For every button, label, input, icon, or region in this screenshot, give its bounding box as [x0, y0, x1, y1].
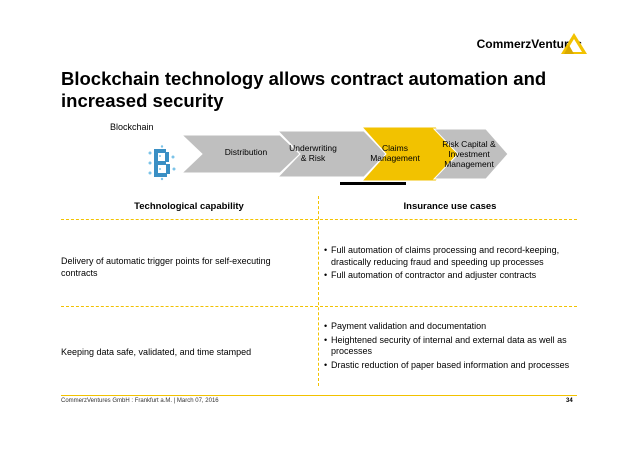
blockchain-label: Blockchain — [110, 122, 154, 132]
value-chain-chevrons — [180, 126, 509, 182]
blockchain-b-icon — [148, 145, 176, 181]
footer-divider — [61, 395, 577, 396]
step-claims: Claims Management — [370, 143, 420, 163]
chevron-underwriting — [276, 130, 387, 178]
step-distribution: Distribution — [224, 147, 268, 157]
step-underwriting: Underwriting & Risk — [289, 143, 337, 163]
brand-name: CommerzVentures — [476, 37, 582, 51]
step-risk-capital: Risk Capital & Investment Management — [442, 139, 496, 169]
use-case-item: Heightened security of internal and exte… — [324, 335, 586, 358]
use-cases-row-2: Payment validation and documentation Hei… — [324, 321, 586, 373]
footer-text: CommerzVentures GmbH : Frankfurt a.M. | … — [61, 398, 219, 404]
header-insurance-use-cases: Insurance use cases — [403, 201, 497, 212]
use-case-item: Full automation of claims processing and… — [324, 245, 586, 268]
chevron-distribution — [180, 134, 301, 174]
page-number: 34 — [566, 398, 573, 404]
chevron-claims — [360, 126, 461, 182]
use-case-item: Full automation of contractor and adjust… — [324, 270, 586, 282]
capability-row-1: Delivery of automatic trigger points for… — [61, 256, 271, 278]
use-cases-row-1: Full automation of claims processing and… — [324, 245, 586, 284]
column-divider — [318, 196, 319, 386]
header-technological-capability: Technological capability — [134, 201, 244, 212]
highlight-underline — [340, 182, 406, 185]
page-title: Blockchain technology allows contract au… — [61, 68, 547, 111]
row-divider-top — [61, 219, 577, 220]
chevron-risk-capital — [432, 128, 509, 180]
capability-row-2: Keeping data safe, validated, and time s… — [61, 347, 252, 357]
row-divider-middle — [61, 306, 577, 307]
use-case-item: Drastic reduction of paper based informa… — [324, 360, 586, 372]
use-case-item: Payment validation and documentation — [324, 321, 586, 333]
commerzbank-logo-icon — [561, 33, 587, 54]
